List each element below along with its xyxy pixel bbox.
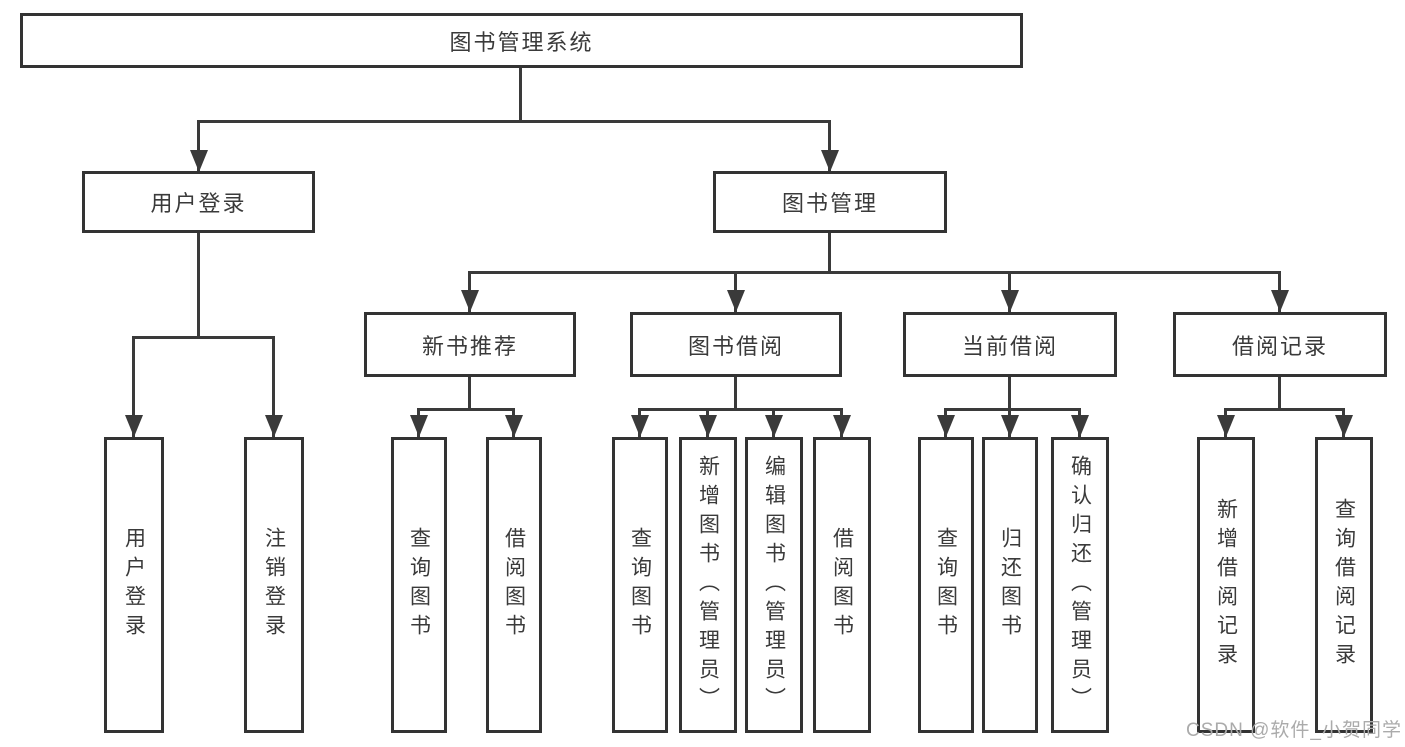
connector-line bbox=[419, 408, 514, 411]
node-borrow-records-label: 借阅记录 bbox=[1231, 333, 1328, 359]
arrow-to-borrow-books bbox=[512, 408, 515, 437]
node-borrowing-query-books-label: 查询图书 bbox=[628, 527, 652, 643]
node-current-query-books: 查询图书 bbox=[918, 437, 974, 733]
arrow-to-book-management bbox=[828, 120, 831, 172]
node-query-borrow-record: 查询借阅记录 bbox=[1315, 437, 1373, 733]
connector-line bbox=[1226, 408, 1344, 411]
csdn-watermark: CSDN @软件_小贺同学 bbox=[1186, 720, 1402, 741]
node-new-book-recommend: 新书推荐 bbox=[364, 312, 576, 377]
connector-line bbox=[1278, 377, 1281, 408]
arrow-to-logout bbox=[272, 336, 275, 437]
node-recommend-query-books-label: 查询图书 bbox=[407, 527, 431, 643]
node-recommend-borrow-books-label: 借阅图书 bbox=[502, 527, 526, 643]
node-book-management: 图书管理 bbox=[713, 171, 947, 233]
arrow-to-confirm-return bbox=[1078, 408, 1081, 437]
node-borrowing-borrow-books-label: 借阅图书 bbox=[830, 527, 854, 643]
node-logout: 注销登录 bbox=[244, 437, 304, 733]
node-book-borrowing-label: 图书借阅 bbox=[687, 333, 784, 359]
node-return-books: 归还图书 bbox=[982, 437, 1038, 733]
arrow-to-current-borrowing bbox=[1008, 271, 1011, 312]
arrow-to-login bbox=[132, 336, 135, 437]
node-return-books-label: 归还图书 bbox=[998, 527, 1022, 643]
connector-line bbox=[468, 377, 471, 408]
node-logout-label: 注销登录 bbox=[262, 527, 286, 643]
node-edit-books-admin-label: 编辑图书（管理员） bbox=[762, 454, 786, 716]
connector-line bbox=[734, 377, 737, 408]
node-add-books-admin: 新增图书（管理员） bbox=[679, 437, 737, 733]
node-book-management-label: 图书管理 bbox=[781, 191, 878, 216]
node-current-borrowing-label: 当前借阅 bbox=[961, 333, 1058, 359]
connector-line bbox=[828, 233, 831, 271]
node-new-book-recommend-label: 新书推荐 bbox=[421, 333, 518, 359]
arrow-to-query-books bbox=[944, 408, 947, 437]
connector-line bbox=[197, 233, 200, 336]
connector-line bbox=[640, 408, 842, 411]
node-edit-books-admin: 编辑图书（管理员） bbox=[745, 437, 803, 733]
arrow-to-borrow-books bbox=[840, 408, 843, 437]
arrow-to-book-borrowing bbox=[734, 271, 737, 312]
node-current-query-books-label: 查询图书 bbox=[934, 527, 958, 643]
node-borrowing-query-books: 查询图书 bbox=[612, 437, 668, 733]
node-add-borrow-record-label: 新增借阅记录 bbox=[1214, 498, 1238, 672]
connector-line bbox=[470, 271, 1280, 274]
node-book-borrowing: 图书借阅 bbox=[630, 312, 842, 377]
node-recommend-query-books: 查询图书 bbox=[391, 437, 447, 733]
node-login: 用户登录 bbox=[104, 437, 164, 733]
arrow-to-edit-books bbox=[772, 408, 775, 437]
arrow-to-new-book-recommend bbox=[468, 271, 471, 312]
connector-line bbox=[519, 68, 522, 120]
node-borrow-records: 借阅记录 bbox=[1173, 312, 1387, 377]
node-add-borrow-record: 新增借阅记录 bbox=[1197, 437, 1255, 733]
connector-line bbox=[946, 408, 1080, 411]
node-library-system-label: 图书管理系统 bbox=[449, 29, 594, 55]
node-confirm-return-admin: 确认归还（管理员） bbox=[1051, 437, 1109, 733]
arrow-to-borrow-records bbox=[1278, 271, 1281, 312]
arrow-to-query-borrow-record bbox=[1342, 408, 1345, 437]
node-current-borrowing: 当前借阅 bbox=[903, 312, 1117, 377]
node-user-login-module: 用户登录 bbox=[82, 171, 315, 233]
node-login-label: 用户登录 bbox=[122, 527, 146, 643]
arrow-to-return-books bbox=[1008, 408, 1011, 437]
arrow-to-add-books bbox=[706, 408, 709, 437]
node-library-system: 图书管理系统 bbox=[20, 13, 1023, 68]
node-confirm-return-admin-label: 确认归还（管理员） bbox=[1068, 454, 1092, 716]
connector-line bbox=[1008, 377, 1011, 408]
arrow-to-query-books bbox=[638, 408, 641, 437]
node-recommend-borrow-books: 借阅图书 bbox=[486, 437, 542, 733]
arrow-to-user-login bbox=[197, 120, 200, 172]
node-query-borrow-record-label: 查询借阅记录 bbox=[1332, 498, 1356, 672]
node-borrowing-borrow-books: 借阅图书 bbox=[813, 437, 871, 733]
arrow-to-query-books bbox=[417, 408, 420, 437]
arrow-to-add-borrow-record bbox=[1224, 408, 1227, 437]
connector-line bbox=[199, 120, 830, 123]
node-add-books-admin-label: 新增图书（管理员） bbox=[696, 454, 720, 716]
connector-line bbox=[134, 336, 274, 339]
node-user-login-module-label: 用户登录 bbox=[150, 191, 247, 216]
